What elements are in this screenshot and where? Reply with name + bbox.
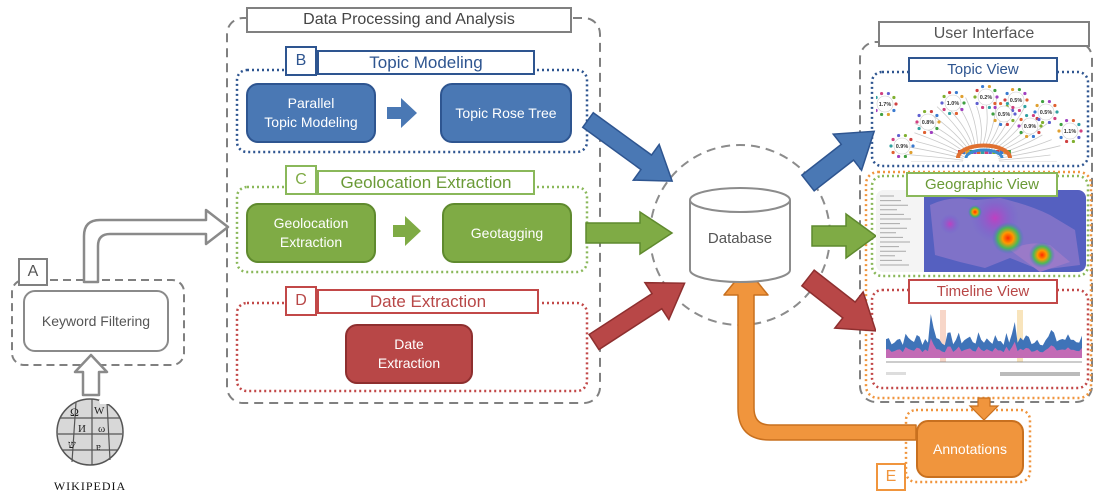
- geo-view-container: [870, 174, 1090, 278]
- ui-section-container: [859, 41, 1093, 403]
- topic-percent-label: 0.9%: [1024, 124, 1037, 130]
- geolocation-extraction-box: Geolocation Extraction: [246, 203, 376, 263]
- topic-percent-label: 0.9%: [896, 144, 909, 150]
- topic-bubble: 0.5%: [1003, 87, 1029, 113]
- topic-percent-label: 0.8%: [922, 120, 935, 126]
- topic-percent-label: 1.0%: [947, 101, 960, 107]
- topic-rose-branch: [965, 97, 979, 148]
- topic-view-thumbnail: 1.7% 0.9% 0.8% 1.0% 0.2% 0.5% 0.5% 1.1% 0.5% 0.9%: [876, 82, 1086, 162]
- section-a-letter: A: [18, 258, 48, 286]
- topic-legend-swatch: [980, 150, 985, 154]
- topic-percent-label: 0.5%: [1040, 110, 1053, 116]
- parallel-topic-modeling-box: Parallel Topic Modeling: [246, 83, 376, 143]
- topic-bubble: 1.7%: [876, 91, 898, 117]
- topic-rose-branch: [998, 154, 1051, 161]
- topic-rose-branch: [905, 153, 964, 161]
- geolocation-extraction-title: Geolocation Extraction: [317, 170, 535, 195]
- topic-percent-label: 0.5%: [998, 112, 1011, 118]
- processing-section-title: Data Processing and Analysis: [246, 7, 572, 33]
- section-d-letter: D: [285, 286, 317, 316]
- ui-to-annotations-arrow: [968, 397, 1000, 421]
- topic-legend-swatch: [999, 150, 1004, 154]
- svg-text:ש: ש: [68, 439, 76, 451]
- geotagging-box: Geotagging: [442, 203, 572, 263]
- svg-text:ɐ: ɐ: [96, 441, 101, 453]
- annotations-box: Annotations: [916, 420, 1024, 478]
- topic-percent-label: 1.7%: [879, 102, 892, 108]
- keyword-filtering-box: Keyword Filtering: [23, 290, 169, 352]
- geo-view-thumbnail: [876, 190, 1086, 272]
- database-to-timeline-view-arrow: [800, 269, 877, 332]
- topic-bubble: 0.9%: [889, 133, 915, 159]
- keyword-to-processing-arrow: [82, 208, 230, 284]
- topic-bubble: 0.2%: [973, 84, 999, 110]
- svg-text:ω: ω: [98, 423, 105, 435]
- keyword-section-container: [11, 279, 185, 366]
- section-e-letter: E: [876, 463, 906, 491]
- topic-legend-swatch: [965, 150, 970, 154]
- topic-bubble: 1.1%: [1057, 118, 1083, 144]
- topic-rose-branch: [998, 145, 1061, 159]
- topic-bubble: 0.8%: [915, 109, 941, 135]
- wikipedia-to-keyword-arrow: [73, 353, 109, 397]
- section-b-letter: B: [285, 46, 317, 76]
- geo-to-database-arrow: [585, 210, 674, 256]
- date-to-database-arrow: [588, 281, 686, 351]
- geographic-view-title: Geographic View: [906, 172, 1058, 197]
- ui-section-title: User Interface: [878, 21, 1090, 47]
- topic-to-database-arrow: [581, 111, 674, 182]
- topic-percent-label: 1.1%: [1064, 129, 1077, 135]
- wikipedia-label: WIKIPEDIA: [54, 479, 126, 493]
- topic-bubble: 1.0%: [940, 90, 966, 116]
- topic-inner-arrow: [387, 98, 417, 128]
- topic-percent-label: 0.5%: [1010, 98, 1023, 104]
- section-c-letter: C: [285, 165, 317, 195]
- timeline-view-thumbnail: [876, 300, 1086, 386]
- topic-bubble: 0.5%: [991, 101, 1017, 127]
- timeline-view-title: Timeline View: [908, 279, 1058, 304]
- topic-view-title: Topic View: [908, 57, 1058, 82]
- database-to-topic-view-arrow: [800, 130, 876, 192]
- topic-bubble: 0.9%: [1017, 113, 1043, 139]
- topic-legend-swatch: [988, 150, 992, 154]
- database-to-geo-view-arrow: [811, 212, 878, 260]
- wikipedia-globe-icon: Ω W И ω ש ɐ: [56, 397, 124, 466]
- svg-text:W: W: [94, 405, 105, 417]
- date-extraction-title: Date Extraction: [317, 289, 539, 314]
- topic-legend-swatch: [977, 150, 981, 154]
- database-label: Database: [707, 229, 773, 247]
- topic-legend-swatch: [984, 150, 989, 154]
- topic-rose-branch: [915, 140, 965, 158]
- database-cylinder: [689, 187, 791, 283]
- geo-inner-arrow: [393, 216, 421, 246]
- topic-percent-label: 0.2%: [980, 95, 993, 101]
- timeline-view-container: [870, 288, 1090, 390]
- topic-modeling-title: Topic Modeling: [317, 50, 535, 75]
- svg-text:И: И: [78, 423, 86, 435]
- date-extraction-box: Date Extraction: [345, 324, 473, 384]
- annotations-container: [904, 408, 1032, 484]
- svg-text:Ω: Ω: [70, 405, 79, 419]
- topic-rose-branch: [997, 139, 1052, 158]
- topic-rose-tree-box: Topic Rose Tree: [440, 83, 572, 143]
